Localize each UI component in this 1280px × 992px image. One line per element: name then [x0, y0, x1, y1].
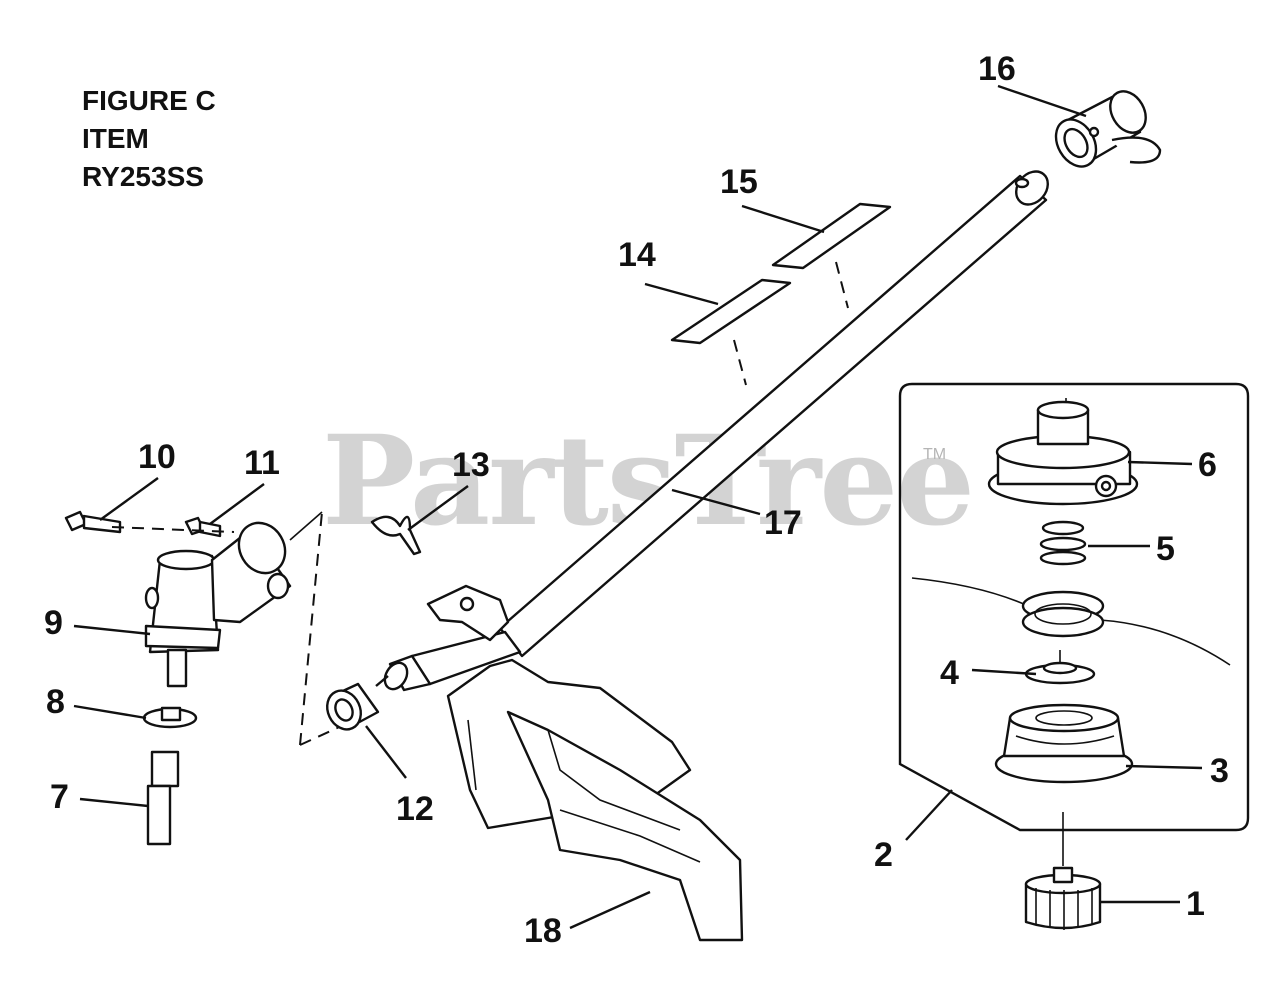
wing-screw-part-13	[370, 515, 422, 556]
spacer-part-12	[326, 682, 380, 731]
callout-13: 13	[452, 446, 490, 484]
callout-9: 9	[44, 604, 63, 642]
callout-14: 14	[618, 236, 656, 274]
bolt-alignment-line	[111, 526, 235, 533]
spring-part-5	[1039, 520, 1087, 566]
spool-part-3	[994, 703, 1134, 784]
callout-17: 17	[764, 504, 802, 542]
callout-16: 16	[978, 50, 1016, 88]
callout-6: 6	[1198, 446, 1217, 484]
figure-title: FIGURE C ITEM RY253SS	[82, 82, 216, 196]
callout-12: 12	[396, 790, 434, 828]
callout-8: 8	[46, 683, 65, 721]
guard-part-18	[446, 658, 744, 942]
gear-head-connector-line	[289, 511, 323, 541]
label-14-alignment-line	[733, 339, 747, 386]
bump-knob-part-1	[1024, 812, 1102, 930]
callout-5: 5	[1156, 530, 1175, 568]
bolt-part-10	[64, 510, 122, 534]
callout-7: 7	[50, 778, 69, 816]
trimmer-line	[911, 577, 1231, 666]
callout-10: 10	[138, 438, 176, 476]
callout-4: 4	[940, 654, 959, 692]
callout-1: 1	[1186, 885, 1205, 923]
bolt-part-11	[184, 516, 222, 538]
trademark-symbol: TM	[923, 446, 947, 463]
item-label: ITEM	[82, 123, 149, 154]
callout-15: 15	[720, 163, 758, 201]
spool-cover-part-6	[987, 398, 1139, 506]
callout-3: 3	[1210, 752, 1229, 790]
shaft-part-17	[375, 170, 1049, 692]
callout-2: 2	[874, 836, 893, 874]
spool-retainer-part-4	[1024, 650, 1096, 685]
label-part-15	[771, 202, 892, 270]
gear-head-alignment-line	[299, 511, 323, 746]
handle-clamp-part-16	[1054, 90, 1162, 168]
figure-label: FIGURE C	[82, 85, 216, 116]
model-number: RY253SS	[82, 161, 204, 192]
label-15-alignment-line	[835, 261, 849, 309]
spool-assembly-box-part-2	[898, 382, 1250, 832]
washer-part-8	[142, 706, 198, 729]
leader-lines	[73, 84, 1203, 930]
label-part-14	[670, 278, 792, 345]
callout-11: 11	[244, 444, 280, 482]
drive-shaft-part-7	[146, 750, 180, 846]
gear-head-part-9	[144, 521, 292, 688]
callout-18: 18	[524, 912, 562, 950]
